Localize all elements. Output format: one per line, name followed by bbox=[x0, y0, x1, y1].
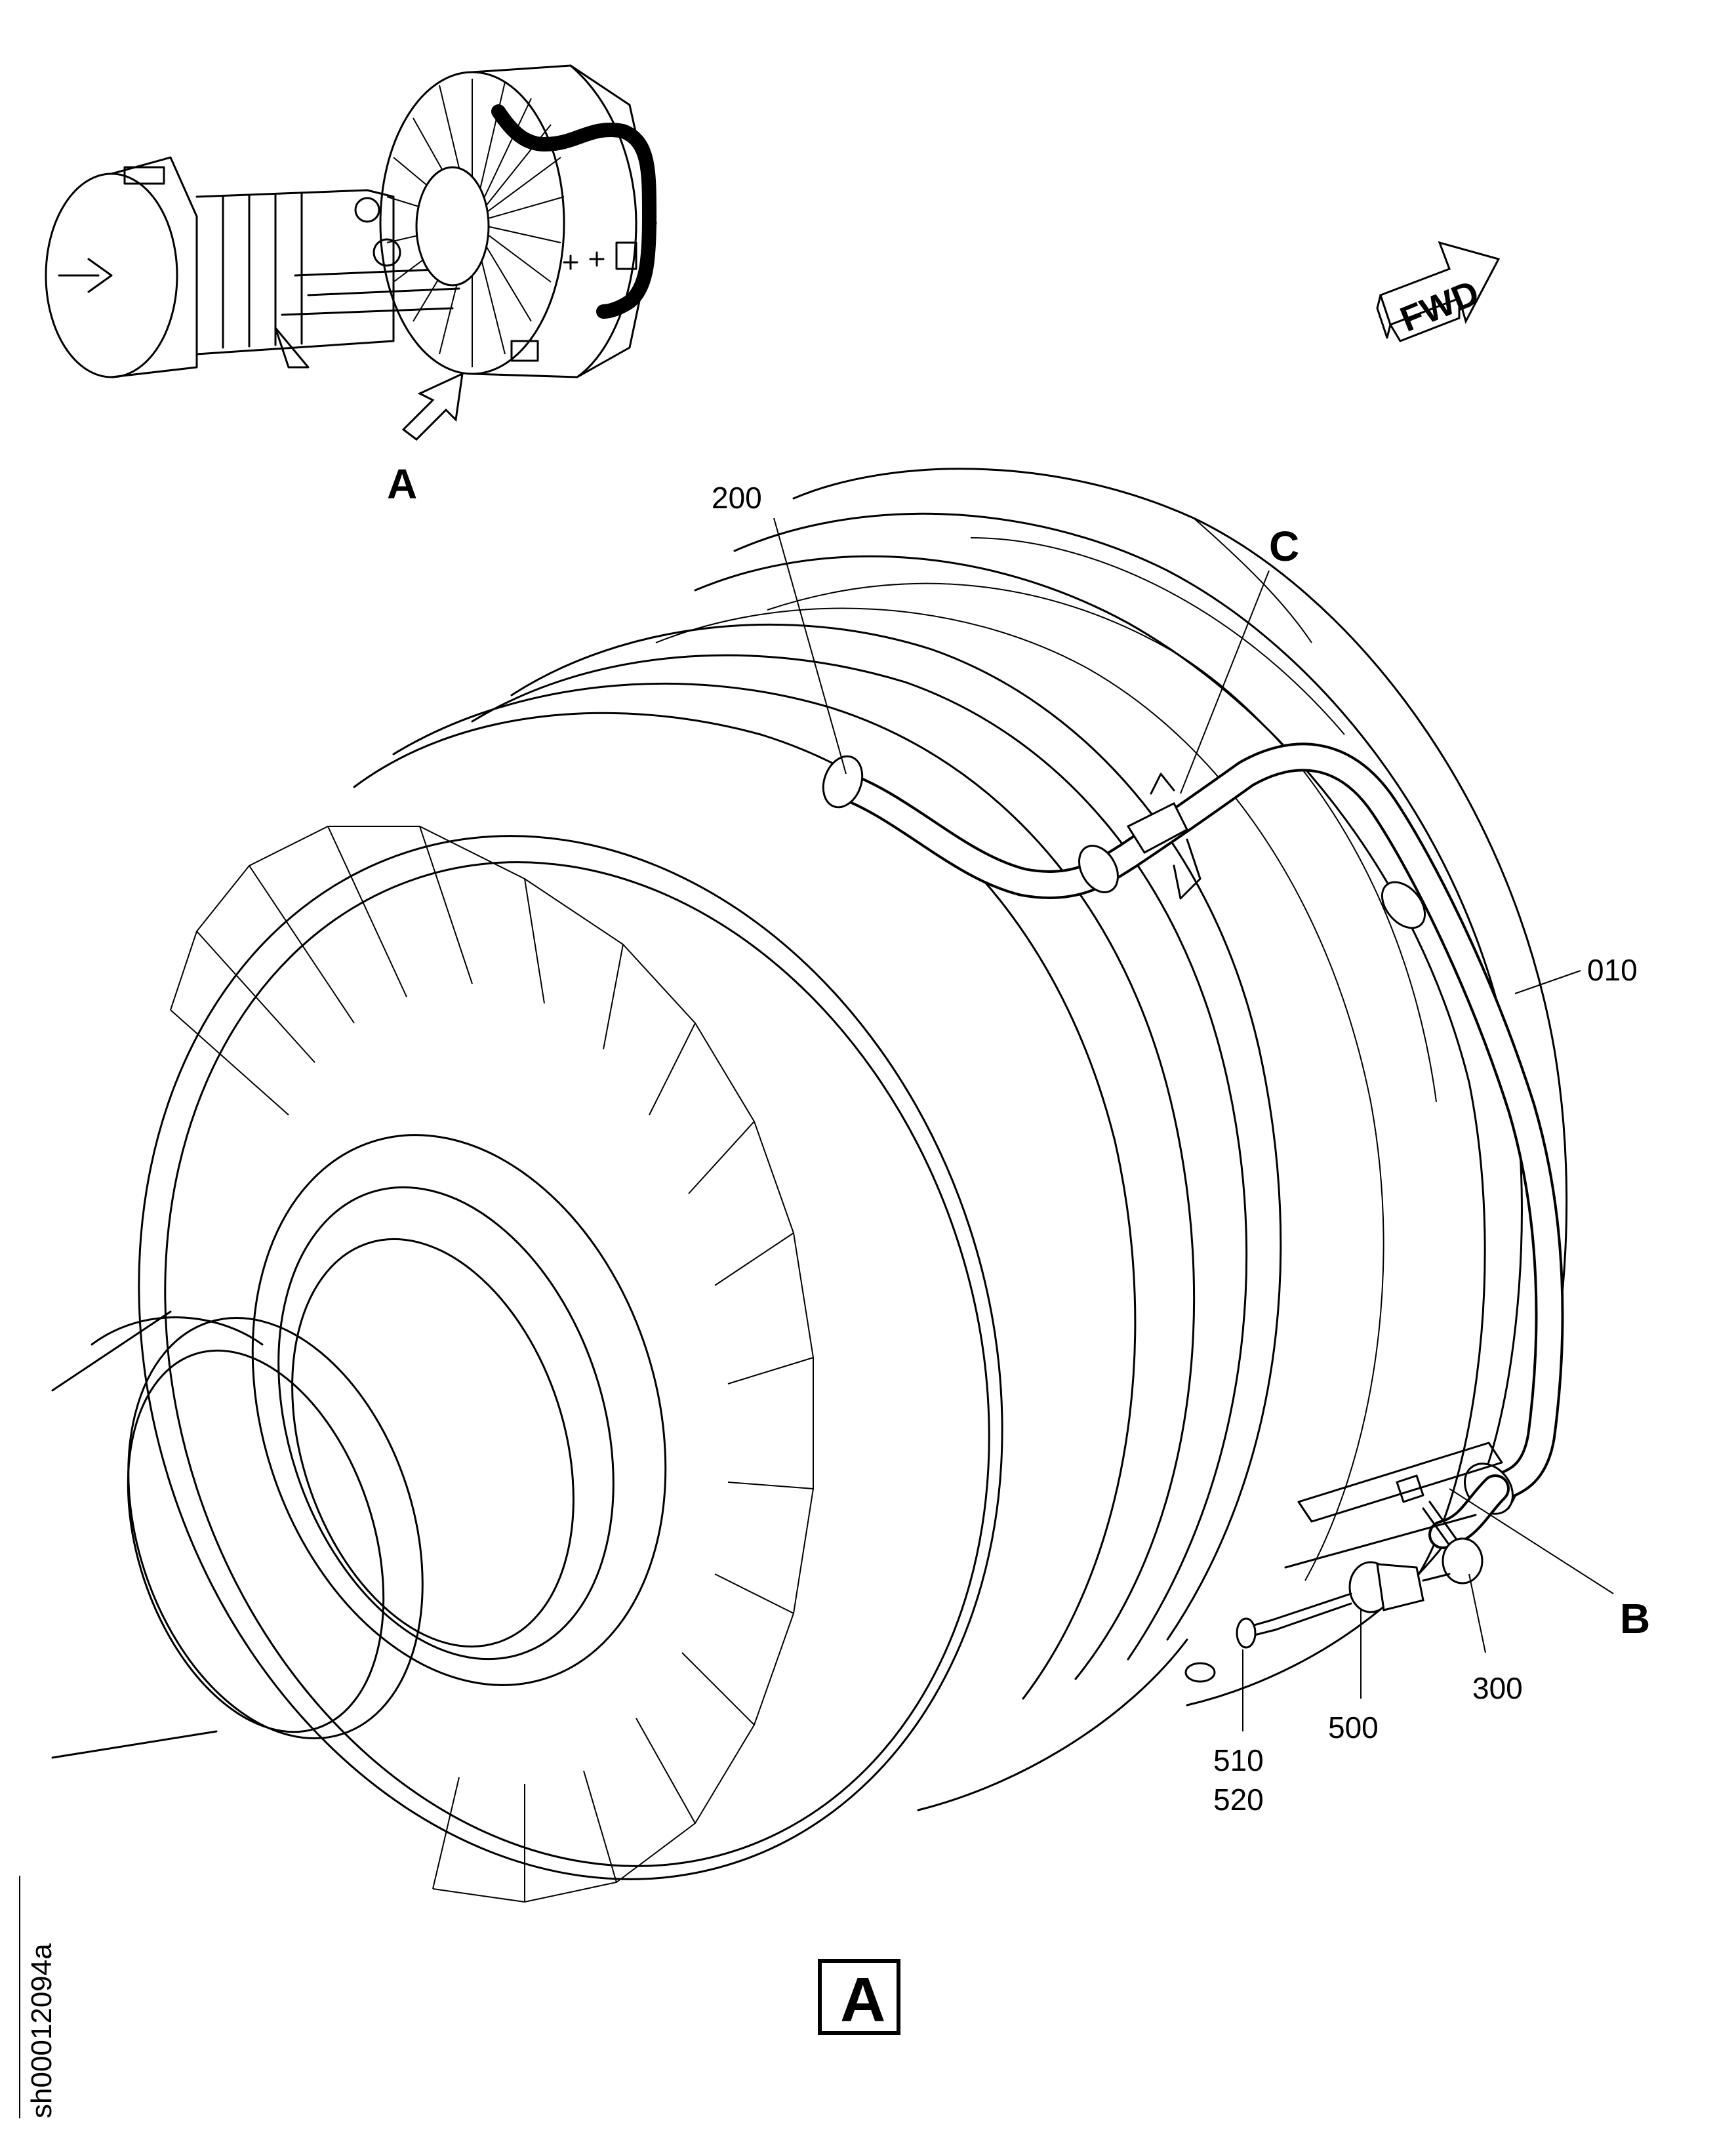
inset-highlighted-pipe bbox=[491, 104, 656, 319]
callout-520: 520 bbox=[1213, 1783, 1264, 1817]
callout-510: 510 bbox=[1213, 1743, 1264, 1777]
fitting-300 bbox=[1442, 1537, 1484, 1585]
coupling-200 bbox=[822, 755, 864, 809]
section-view-label: A bbox=[840, 1965, 885, 2035]
clamp-c bbox=[1126, 801, 1188, 854]
callout-view-b: B bbox=[1620, 1595, 1650, 1642]
view-a-arrow: A bbox=[387, 372, 464, 508]
sheet-identifier: sh00012094a bbox=[19, 1876, 58, 2118]
fan-case-assembly bbox=[51, 468, 1568, 1903]
section-view-box: A bbox=[818, 1959, 900, 2035]
fan-blades bbox=[170, 826, 814, 1903]
engine-locator-inset bbox=[45, 64, 657, 378]
pipe-harness bbox=[822, 742, 1564, 1683]
sheet-id-text: sh00012094a bbox=[26, 1943, 58, 2118]
callout-010: 010 bbox=[1587, 953, 1638, 987]
forward-direction-arrow: FWD bbox=[1376, 241, 1501, 342]
callout-200: 200 bbox=[712, 481, 762, 515]
view-a-arrow-label: A bbox=[387, 460, 417, 508]
fitting-510-520 bbox=[1236, 1617, 1257, 1649]
callout-500: 500 bbox=[1328, 1710, 1379, 1745]
callout-view-c: C bbox=[1269, 523, 1299, 570]
callouts: 200 C 010 B 300 500 510 520 bbox=[712, 481, 1650, 1817]
callout-300: 300 bbox=[1472, 1671, 1523, 1705]
